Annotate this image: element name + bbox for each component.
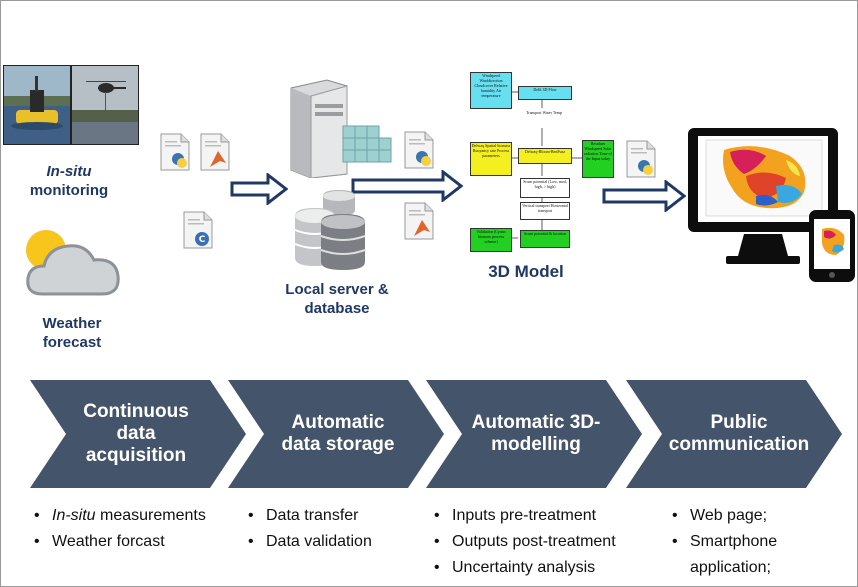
flow-box-transport-vh: Vertical transport Horizontal transport: [520, 202, 570, 220]
python-file-icon: [160, 133, 190, 171]
arrow-3: [602, 180, 686, 212]
model-label: 3D Model: [488, 262, 564, 281]
c-file-icon: C: [183, 211, 213, 249]
arrow-2: [351, 170, 463, 202]
bullet-item: Data validation: [246, 529, 416, 555]
stage-chevron-1: [30, 380, 246, 488]
stage-label-2: Automatic data storage: [281, 412, 395, 455]
python-file-icon: [626, 140, 656, 178]
stage-chevron-4: [626, 380, 842, 488]
flow-box-validation: Validation (Cyano biomass process scheme…: [470, 228, 512, 252]
arrow-1: [230, 173, 288, 205]
bullet-text: measurements: [95, 507, 206, 524]
buoy-photo: [3, 65, 71, 145]
insitu-label: In-situ monitoring: [10, 162, 128, 200]
stage-label-3: Automatic 3D-modelling: [471, 412, 601, 455]
bullet-item: Uncertainty analysis: [432, 555, 632, 581]
bullets-storage: Data transfer Data validation: [246, 503, 416, 555]
svg-text:C: C: [199, 235, 206, 245]
stage-chevron-2: [228, 380, 444, 488]
bullet-italic: In-situ: [52, 507, 96, 524]
flow-box-residues: Residues Windspeed Solar radiation Time …: [582, 140, 614, 178]
helicopter-photo: [71, 65, 139, 145]
database-icon: [293, 190, 369, 272]
bullets-acquisition: In-situ measurements Weather forcast: [32, 503, 228, 555]
flow-box-scum-potential: Scum potential (Low, mod, high, > high): [520, 178, 570, 198]
bullet-item: Data transfer: [246, 503, 416, 529]
insitu-italic: In-situ: [46, 163, 92, 180]
weather-label: Weather forecast: [42, 315, 102, 351]
monitor-icon: [686, 126, 842, 266]
insitu-rest: monitoring: [29, 182, 109, 199]
bullet-item: Smartphone application;: [670, 529, 840, 581]
smartphone-icon: [808, 209, 856, 283]
flow-box-meteo-inputs: Windspeed Winddirection Cloudcover Relat…: [470, 72, 512, 109]
bullet-item: Web page;: [670, 503, 840, 529]
flow-box-scum-location: Scum potential & location: [520, 230, 570, 248]
flow-box-transport: Transport Water Temp: [520, 110, 568, 128]
stage-label-1: Continuous data acquisition: [83, 401, 189, 466]
matlab-file-icon: [200, 133, 230, 171]
matlab-file-icon: [404, 202, 434, 240]
bullets-communication: Web page; Smartphone application;: [670, 503, 840, 581]
server-icon: [287, 78, 397, 179]
stage-label-4: Public communication: [668, 412, 810, 455]
python-file-icon: [404, 131, 434, 169]
stage-chevron-3: [426, 380, 642, 488]
bullet-item: Weather forcast: [32, 529, 228, 555]
weather-icon: [20, 222, 124, 302]
flow-box-delft3d: Delft 3D Flow: [518, 86, 572, 100]
bullet-item: Inputs pre-treatment: [432, 503, 632, 529]
bullets-modelling: Inputs pre-treatment Outputs post-treatm…: [432, 503, 632, 581]
flow-box-delwaq-params: Delwaq Spatial biomass Buoyancy rate Pro…: [470, 142, 512, 176]
bullet-item: Outputs post-treatment: [432, 529, 632, 555]
flow-box-delwaq-bloom: Delwaq-Bloom-BenFuzz: [518, 148, 572, 164]
server-label: Local server & database: [285, 281, 389, 317]
bullet-item: In-situ measurements: [32, 503, 228, 529]
bullet-text: Weather forcast: [52, 533, 165, 550]
